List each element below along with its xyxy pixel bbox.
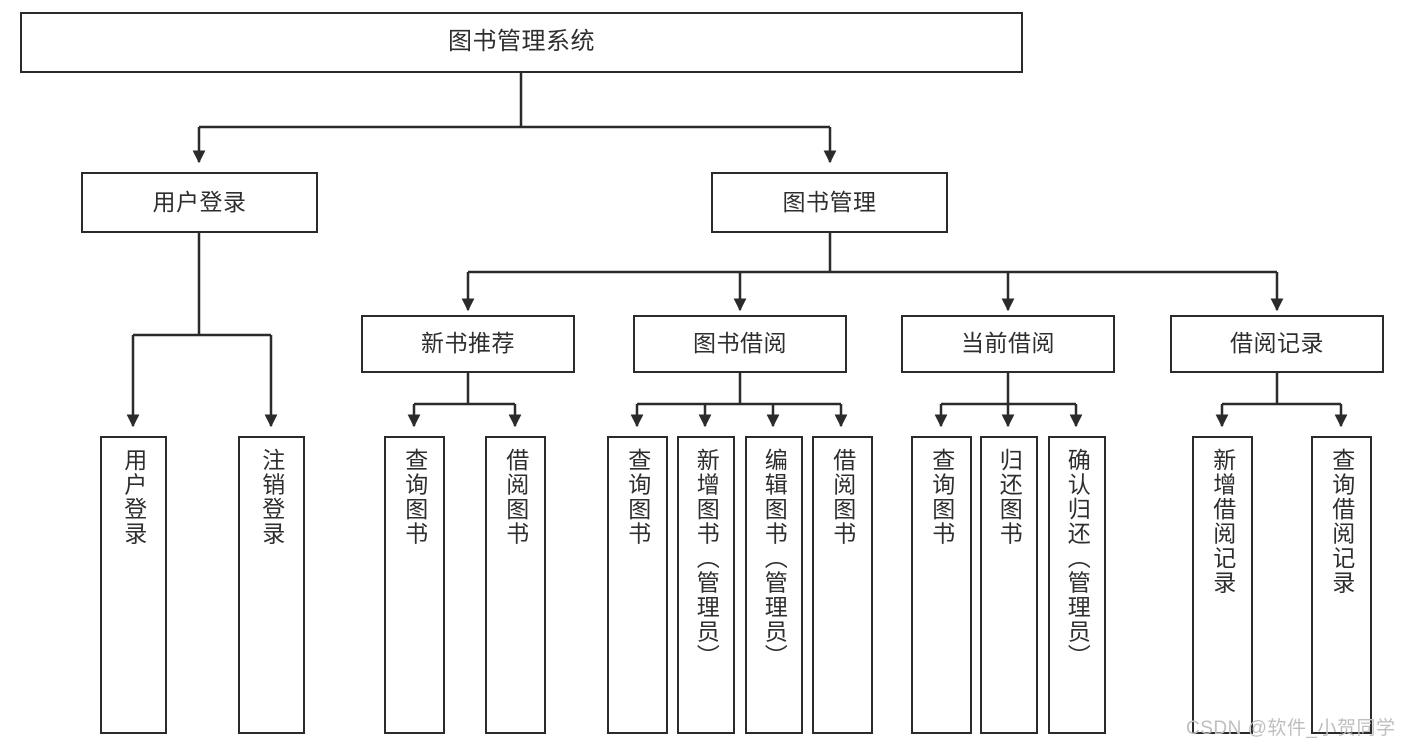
node-book-management[interactable]: 图书管理 [711, 172, 948, 233]
node-label: 新增借阅记录 [1209, 448, 1236, 595]
node-label: 用户登录 [152, 188, 247, 215]
node-label: 图书管理 [782, 188, 877, 215]
node-label: 图书管理系统 [448, 28, 595, 56]
leaf-current-borrow-query-books[interactable]: 查询图书 [911, 436, 972, 734]
leaf-user-login-login[interactable]: 用户登录 [100, 436, 167, 734]
node-label: 借阅图书 [502, 448, 529, 546]
node-label: 查询图书 [928, 448, 955, 546]
leaf-user-login-logout[interactable]: 注销登录 [238, 436, 305, 734]
node-label: 新增图书（管理员） [693, 448, 720, 669]
leaf-borrow-record-add-record[interactable]: 新增借阅记录 [1192, 436, 1253, 734]
node-borrow-record[interactable]: 借阅记录 [1170, 315, 1384, 373]
node-label: 借阅图书 [829, 448, 856, 546]
leaf-current-borrow-confirm-return-admin[interactable]: 确认归还（管理员） [1048, 436, 1106, 734]
node-root-book-management-system[interactable]: 图书管理系统 [20, 12, 1023, 73]
leaf-book-borrow-add-book-admin[interactable]: 新增图书（管理员） [677, 436, 735, 734]
node-label: 编辑图书（管理员） [761, 448, 788, 669]
node-label: 查询图书 [401, 448, 428, 546]
node-new-book-recommend[interactable]: 新书推荐 [361, 315, 575, 373]
node-label: 用户登录 [120, 448, 147, 546]
node-label: 当前借阅 [961, 330, 1055, 357]
leaf-current-borrow-return-books[interactable]: 归还图书 [980, 436, 1038, 734]
leaf-book-borrow-borrow-books[interactable]: 借阅图书 [812, 436, 873, 734]
leaf-book-borrow-edit-book-admin[interactable]: 编辑图书（管理员） [745, 436, 803, 734]
node-label: 借阅记录 [1230, 330, 1324, 357]
node-user-login[interactable]: 用户登录 [81, 172, 318, 233]
watermark: CSDN @软件_小贺同学 [1186, 718, 1396, 739]
node-label: 新书推荐 [421, 330, 515, 357]
node-label: 归还图书 [996, 448, 1023, 546]
node-label: 图书借阅 [693, 330, 787, 357]
leaf-new-book-borrow-books[interactable]: 借阅图书 [485, 436, 546, 734]
node-label: 注销登录 [258, 448, 285, 546]
leaf-borrow-record-query-record[interactable]: 查询借阅记录 [1311, 436, 1372, 734]
node-label: 查询图书 [624, 448, 651, 546]
node-book-borrow[interactable]: 图书借阅 [633, 315, 847, 373]
node-label: 查询借阅记录 [1328, 448, 1355, 595]
leaf-book-borrow-query-books[interactable]: 查询图书 [607, 436, 668, 734]
node-label: 确认归还（管理员） [1064, 448, 1091, 669]
node-current-borrow[interactable]: 当前借阅 [901, 315, 1115, 373]
leaf-new-book-query-books[interactable]: 查询图书 [384, 436, 445, 734]
